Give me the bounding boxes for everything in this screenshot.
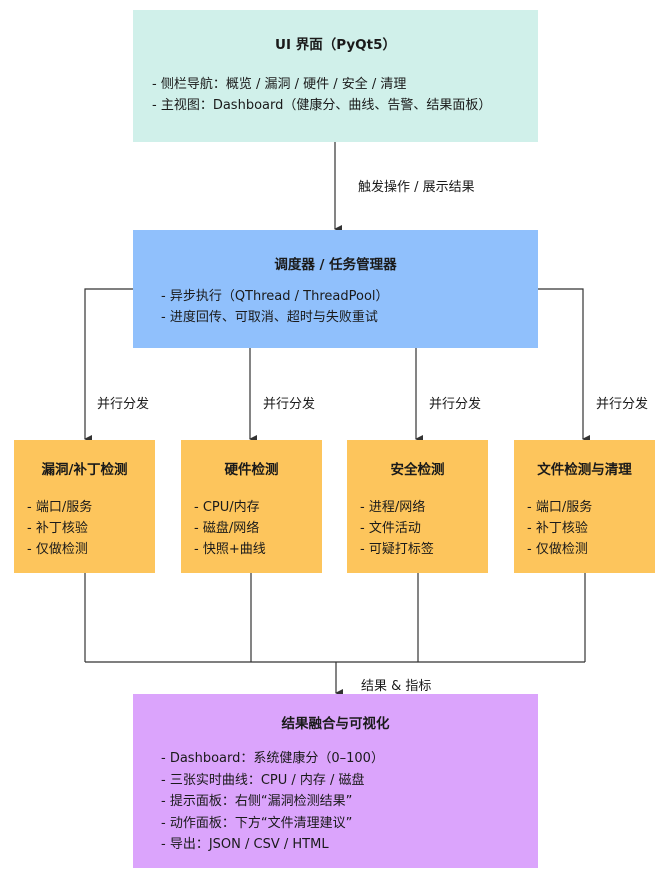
list-item: 文件活动 — [360, 518, 488, 539]
list-item: 仅做检测 — [527, 539, 655, 560]
scheduler-title: 调度器 / 任务管理器 — [274, 257, 397, 273]
edge-label-dispatch: 并行分发 — [263, 397, 316, 412]
list-item: 进度回传、可取消、超时与失败重试 — [161, 307, 538, 328]
list-item: 异步执行（QThread / ThreadPool） — [161, 286, 538, 307]
list-item: 可疑打标签 — [360, 539, 488, 560]
detector-list: 进程/网络 文件活动 可疑打标签 — [347, 497, 488, 560]
scheduler-list: 异步执行（QThread / ThreadPool） 进度回传、可取消、超时与失… — [133, 286, 538, 328]
list-item: CPU/内存 — [194, 497, 322, 518]
detector-box-file-cleanup: 文件检测与清理 端口/服务 补丁核验 仅做检测 — [514, 440, 655, 573]
detector-box-security: 安全检测 进程/网络 文件活动 可疑打标签 — [347, 440, 488, 573]
edge-label-results: 结果 & 指标 — [361, 679, 432, 694]
fusion-box: 结果融合与可视化 Dashboard：系统健康分（0–100） 三张实时曲线：C… — [133, 694, 538, 868]
edge-label-dispatch: 并行分发 — [596, 397, 649, 412]
detector-title: 安全检测 — [390, 462, 445, 478]
detector-box-vuln-patch: 漏洞/补丁检测 端口/服务 补丁核验 仅做检测 — [14, 440, 155, 573]
edge-label-dispatch: 并行分发 — [429, 397, 482, 412]
detector-list: 端口/服务 补丁核验 仅做检测 — [514, 497, 655, 560]
list-item: Dashboard：系统健康分（0–100） — [161, 748, 538, 770]
ui-layer-title: UI 界面（PyQt5） — [275, 37, 396, 53]
detector-list: 端口/服务 补丁核验 仅做检测 — [14, 497, 155, 560]
list-item: 补丁核验 — [527, 518, 655, 539]
list-item: 端口/服务 — [27, 497, 155, 518]
detector-title: 文件检测与清理 — [537, 462, 632, 478]
edge-label-ui-scheduler: 触发操作 / 展示结果 — [358, 180, 475, 195]
fusion-title: 结果融合与可视化 — [281, 716, 390, 732]
detector-title: 硬件检测 — [224, 462, 279, 478]
list-item: 快照+曲线 — [194, 539, 322, 560]
list-item: 补丁核验 — [27, 518, 155, 539]
list-item: 侧栏导航：概览 / 漏洞 / 硬件 / 安全 / 清理 — [152, 74, 538, 95]
arrow-dispatch-0 — [84, 288, 133, 443]
arrow-dispatch-3 — [538, 288, 590, 443]
ui-layer-box: UI 界面（PyQt5） 侧栏导航：概览 / 漏洞 / 硬件 / 安全 / 清理… — [133, 10, 538, 142]
scheduler-box: 调度器 / 任务管理器 异步执行（QThread / ThreadPool） 进… — [133, 230, 538, 348]
ui-layer-list: 侧栏导航：概览 / 漏洞 / 硬件 / 安全 / 清理 主视图：Dashboar… — [133, 74, 538, 116]
fusion-list: Dashboard：系统健康分（0–100） 三张实时曲线：CPU / 内存 /… — [133, 748, 538, 856]
list-item: 磁盘/网络 — [194, 518, 322, 539]
list-item: 主视图：Dashboard（健康分、曲线、告警、结果面板） — [152, 95, 538, 116]
list-item: 端口/服务 — [527, 497, 655, 518]
list-item: 进程/网络 — [360, 497, 488, 518]
detector-box-hardware: 硬件检测 CPU/内存 磁盘/网络 快照+曲线 — [181, 440, 322, 573]
edge-label-dispatch: 并行分发 — [97, 397, 150, 412]
list-item: 仅做检测 — [27, 539, 155, 560]
list-item: 三张实时曲线：CPU / 内存 / 磁盘 — [161, 770, 538, 792]
detector-title: 漏洞/补丁检测 — [41, 462, 128, 478]
detector-list: CPU/内存 磁盘/网络 快照+曲线 — [181, 497, 322, 560]
list-item: 提示面板：右侧“漏洞检测结果” — [161, 791, 538, 813]
list-item: 导出：JSON / CSV / HTML — [161, 834, 538, 856]
list-item: 动作面板：下方“文件清理建议” — [161, 813, 538, 835]
